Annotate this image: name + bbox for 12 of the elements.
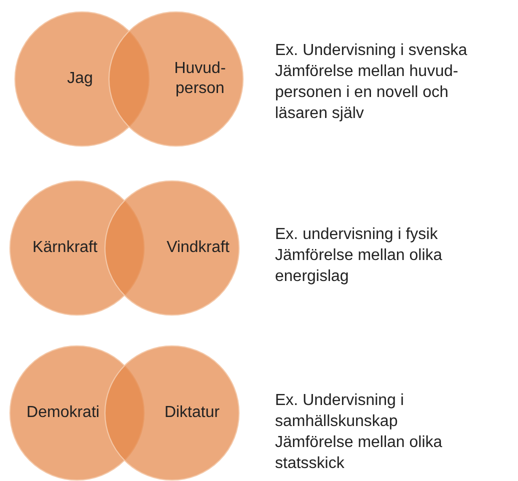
circle-label: Kärnkraft xyxy=(32,238,98,258)
circle-label: Huvud- person xyxy=(173,59,227,99)
description-text: Ex. undervisning i fysik xyxy=(275,225,439,245)
circle-label: Vindkraft xyxy=(166,238,230,258)
circle-label: Jag xyxy=(66,69,94,89)
description-text: Ex. Undervisning i svenska xyxy=(275,41,468,61)
description-text: Jämförelse mellan olika energislag xyxy=(275,246,444,287)
circle-label: Diktatur xyxy=(163,403,221,423)
description-text: Jämförelse mellan huvud- personen i en novell och läsaren själv xyxy=(275,62,460,124)
circle-label: Demokrati xyxy=(26,403,100,423)
description-text: Jämförelse mellan olika statsskick xyxy=(275,433,444,474)
description-text: Ex. Undervisning i samhällskunskap xyxy=(275,391,405,432)
